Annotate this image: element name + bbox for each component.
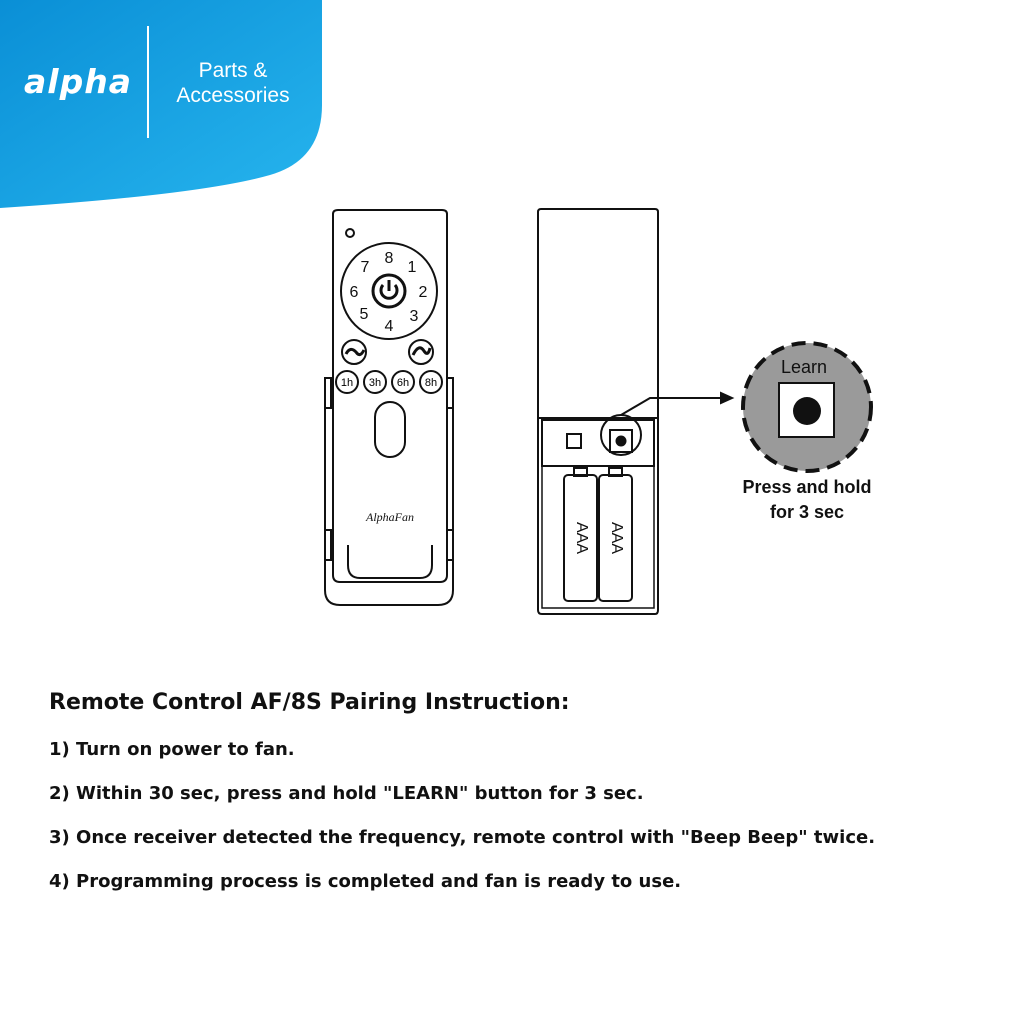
callout-caption-line1: Press and hold [742,477,871,497]
callout-caption-line2: for 3 sec [770,502,844,522]
instruction-step-4: 4) Programming process is completed and … [49,871,682,892]
brand-banner: alpha Parts & Accessories [0,0,330,215]
sleep-mode-icon [408,339,434,365]
pairing-instructions: Remote Control AF/8S Pairing Instruction… [49,690,1009,915]
timer-button-8h [419,370,443,394]
instruction-step-3: 3) Once receiver detected the frequency,… [49,827,876,848]
dial-number-7: 7 [361,259,370,276]
instruction-step-1: 1) Turn on power to fan. [49,739,295,760]
receiver-led-window [566,433,582,449]
timer-button-3h [363,370,387,394]
remote-front-view [324,209,454,606]
breeze-mode-icon [341,339,367,365]
callout-arrow [620,391,735,416]
timer-button-6h [391,370,415,394]
dial-number-1: 1 [408,259,417,276]
learn-button-small [609,429,633,453]
learn-button-callout: Learn [741,341,873,473]
battery-label-left: AAA [573,522,590,554]
learn-button-large-dot [793,397,821,425]
timer-label-6h: 6h [397,377,409,389]
banner-background [0,0,322,208]
battery-label-right: AAA [608,522,625,554]
alpha-logo: alpha [24,62,132,101]
dial-number-5: 5 [360,306,369,323]
dial-number-8: 8 [385,250,394,267]
power-button-ring [371,273,407,309]
brand-subtitle-line2: Accessories [176,84,290,107]
dial-number-6: 6 [350,284,359,301]
learn-label: Learn [781,357,827,377]
speed-dial [340,242,438,340]
remote-diagram: 8 1 2 3 4 5 6 7 1h 3h 6h 8h AlphaFan AAA… [324,208,873,615]
brand-divider [147,26,149,138]
receiver-cover [537,208,659,419]
timer-label-3h: 3h [369,377,381,389]
dial-number-2: 2 [419,284,428,301]
brand-subtitle: Parts & Accessories [158,58,308,108]
timer-button-1h [335,370,359,394]
indicator-led [345,228,355,238]
timer-label-8h: 8h [425,377,437,389]
alphafan-logo: AlphaFan [365,510,414,524]
power-icon [379,284,399,300]
instruction-step-2: 2) Within 30 sec, press and hold "LEARN"… [49,783,644,804]
receiver-view [537,208,659,615]
remote-dial-numbers: 8 1 2 3 4 5 6 7 [350,250,428,335]
timer-label-1h: 1h [341,377,353,389]
dial-number-4: 4 [385,318,394,335]
timer-buttons: 1h 3h 6h 8h [335,370,443,394]
dial-number-3: 3 [410,308,419,325]
instructions-title: Remote Control AF/8S Pairing Instruction… [49,690,570,715]
learn-button-dot [615,435,627,447]
lanyard-slot [374,401,406,458]
brand-subtitle-line1: Parts & [198,59,268,82]
